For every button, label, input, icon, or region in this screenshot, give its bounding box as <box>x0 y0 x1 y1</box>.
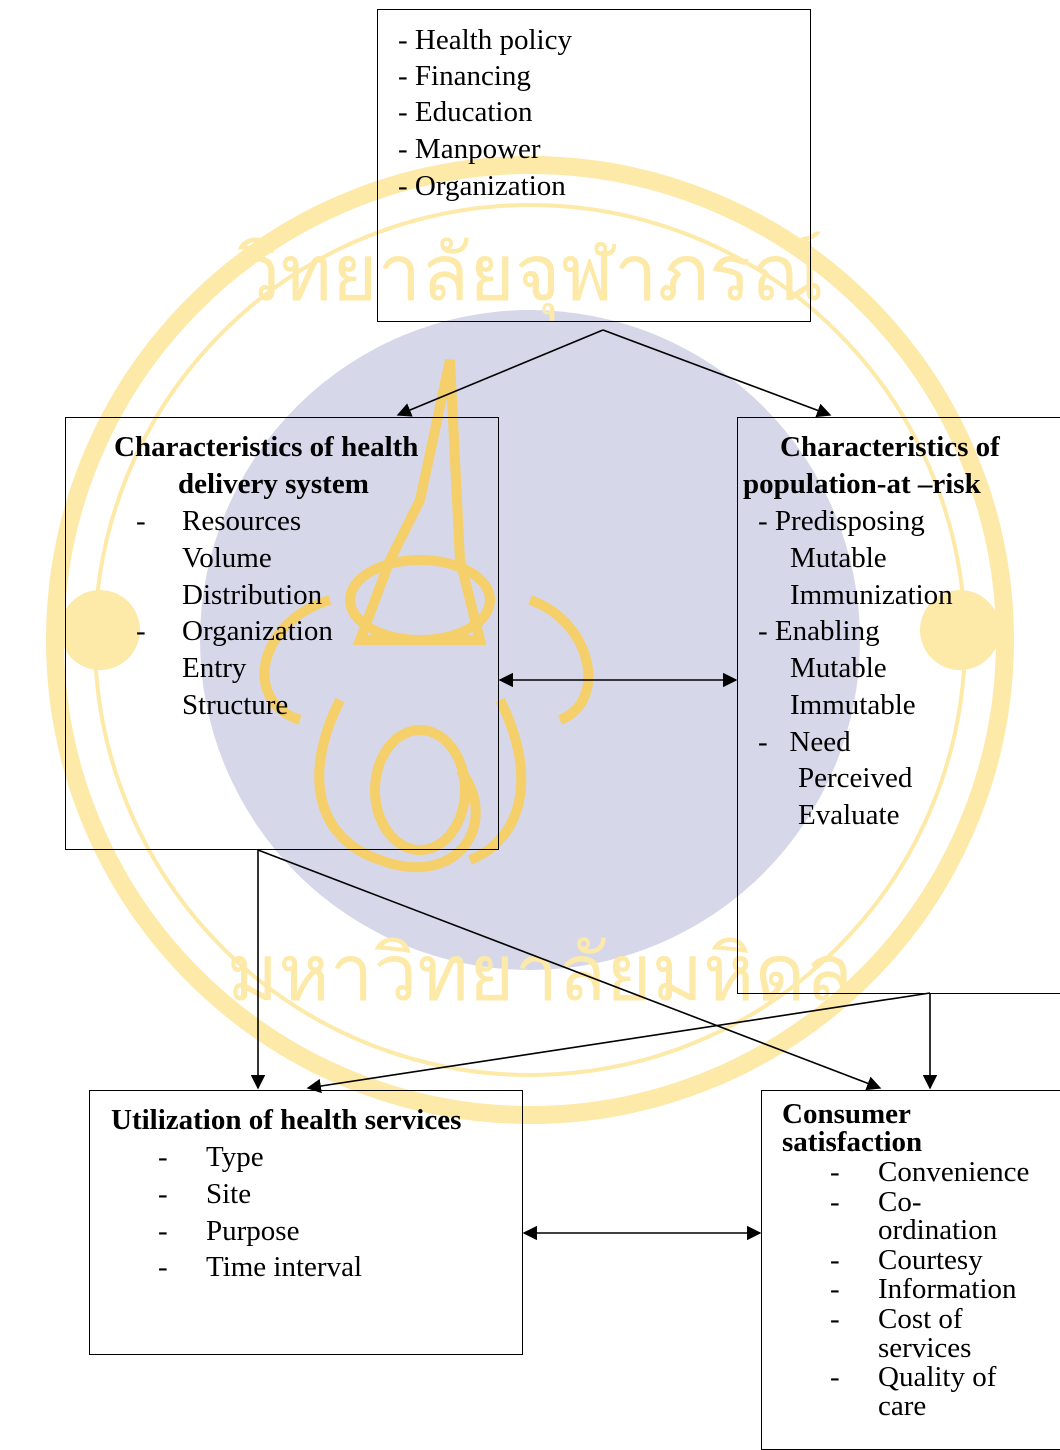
arrow-policy-to-population <box>602 329 832 418</box>
satisfaction-item: Courtesy <box>878 1244 983 1276</box>
satisfaction-item: Quality of <box>878 1361 997 1393</box>
delivery-item: Resources <box>182 505 302 537</box>
seal-text-top: วิทยาลัยจุฬาภรณ์ <box>237 229 824 321</box>
arrow-population-to-utilization <box>306 992 931 1094</box>
delivery-title: delivery system <box>178 468 369 500</box>
seal-inner-circle <box>200 310 860 970</box>
policy-box <box>377 9 811 322</box>
population-box <box>737 417 1060 994</box>
delivery-dash: - <box>136 505 146 537</box>
satisfaction-item: Convenience <box>878 1156 1030 1188</box>
utilization-dash: - <box>158 1215 168 1247</box>
satisfaction-dash: - <box>830 1186 840 1218</box>
delivery-item: Entry <box>182 652 247 684</box>
delivery-item: Organization <box>182 615 333 647</box>
satisfaction-title: satisfaction <box>782 1126 923 1158</box>
delivery-item: Structure <box>182 689 289 721</box>
utilization-box <box>89 1090 523 1355</box>
satisfaction-item: ordination <box>878 1214 998 1246</box>
satisfaction-item: Co- <box>878 1186 922 1218</box>
satisfaction-dash: - <box>830 1273 840 1305</box>
policy-item: - Financing <box>398 60 531 92</box>
satisfaction-item: Cost of <box>878 1303 963 1335</box>
population-item: - Predisposing <box>758 505 925 537</box>
utilization-item: Time interval <box>206 1251 363 1283</box>
satisfaction-title: Consumer <box>782 1098 911 1130</box>
delivery-system-box <box>65 417 499 850</box>
utilization-dash: - <box>158 1141 168 1173</box>
population-item: Evaluate <box>798 799 900 831</box>
seal-text-bottom: มหาวิทยาลัยมหิดล <box>227 929 853 1019</box>
population-item: Immutable <box>790 689 916 721</box>
population-item: Immunization <box>790 579 953 611</box>
population-item: Perceived <box>798 762 913 794</box>
utilization-item: Purpose <box>206 1215 300 1247</box>
utilization-dash: - <box>158 1251 168 1283</box>
population-item: - Enabling <box>758 615 880 647</box>
population-title: Characteristics of <box>780 431 1000 463</box>
utilization-dash: - <box>158 1178 168 1210</box>
delivery-item: Volume <box>182 542 272 574</box>
policy-item: - Manpower <box>398 133 541 165</box>
satisfaction-item: Information <box>878 1273 1017 1305</box>
population-title: population-at –risk <box>743 468 981 500</box>
arrow-policy-to-delivery <box>396 329 604 417</box>
satisfaction-dash: - <box>830 1156 840 1188</box>
policy-item: - Health policy <box>398 24 572 56</box>
satisfaction-dash: - <box>830 1303 840 1335</box>
satisfaction-dash: - <box>830 1244 840 1276</box>
seal-flowers <box>60 590 1000 670</box>
policy-item: - Education <box>398 96 533 128</box>
delivery-item: Distribution <box>182 579 323 611</box>
population-item: Mutable <box>790 652 887 684</box>
utilization-item: Type <box>206 1141 264 1173</box>
utilization-item: Site <box>206 1178 252 1210</box>
policy-item: - Organization <box>398 170 566 202</box>
satisfaction-dash: - <box>830 1361 840 1393</box>
delivery-dash: - <box>136 615 146 647</box>
satisfaction-item: services <box>878 1332 972 1364</box>
population-item: - Need <box>758 726 851 758</box>
utilization-title: Utilization of health services <box>111 1104 462 1136</box>
population-item: Mutable <box>790 542 887 574</box>
delivery-title: Characteristics of health <box>114 431 419 463</box>
satisfaction-item: care <box>878 1390 927 1422</box>
arrow-delivery-to-satisfaction <box>257 849 882 1091</box>
seal-crest <box>259 358 594 873</box>
